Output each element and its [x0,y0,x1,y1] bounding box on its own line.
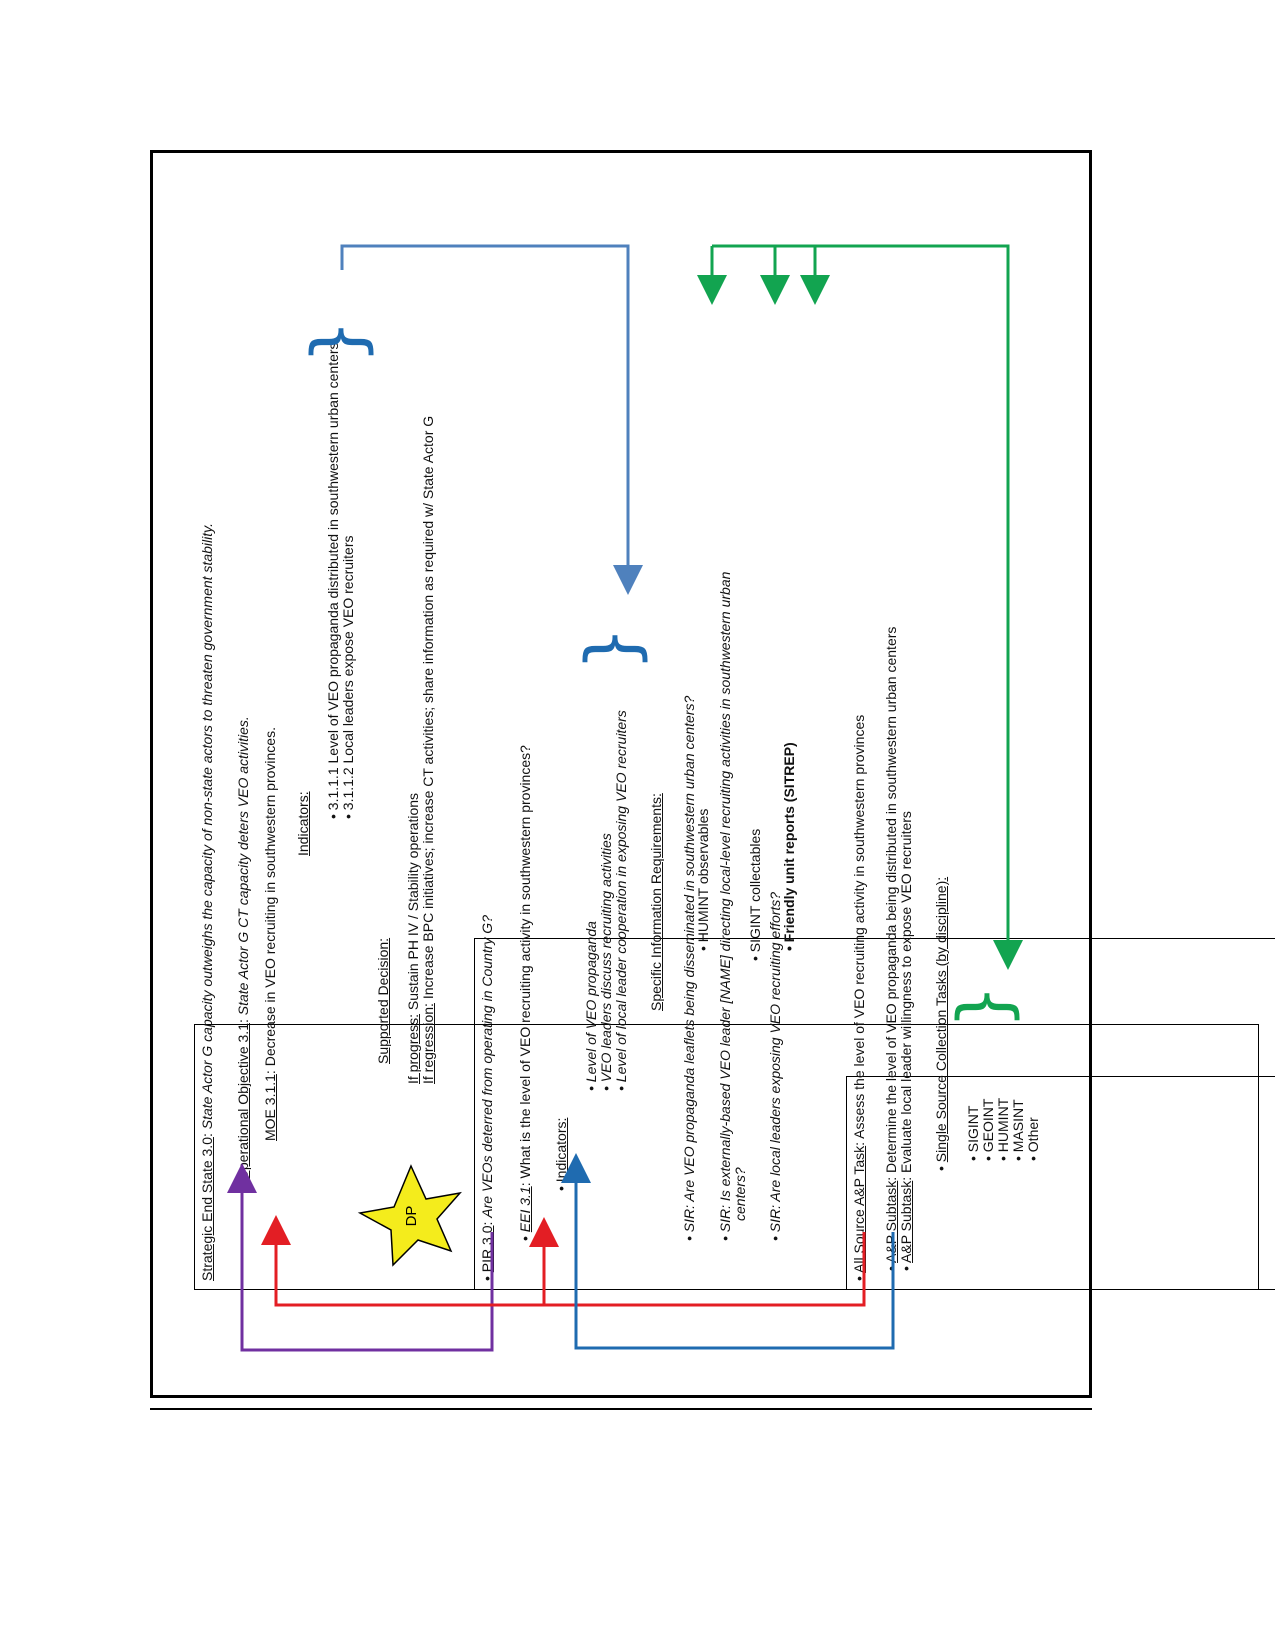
dp-label: DP [403,1206,420,1227]
arrow-blue-light [340,244,643,595]
arrow-purple [227,1163,494,1352]
arrow-green-main [712,244,1023,970]
dp-star [357,1164,462,1267]
arrow-blue-dark [561,1153,895,1350]
bottom-rule [150,1408,1092,1410]
arrow-red-to-moe [261,1215,866,1307]
document-frame [150,150,1092,1398]
